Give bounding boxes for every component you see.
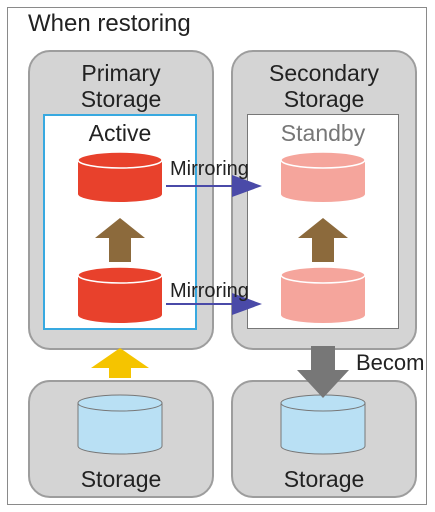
bottom-left-storage-label: Storage bbox=[80, 466, 162, 492]
bottom-right-storage-label: Storage bbox=[283, 466, 365, 492]
secondary-storage-title: Secondary Storage bbox=[231, 60, 417, 112]
become-down-arrow bbox=[297, 346, 349, 398]
diagram-title: When restoring bbox=[28, 10, 191, 37]
primary-storage-title: Primary Storage bbox=[28, 60, 214, 112]
standby-disk-top bbox=[280, 151, 366, 202]
become-label: Becom bbox=[356, 350, 425, 375]
mirror-arrow-bottom bbox=[166, 293, 262, 315]
active-label: Active bbox=[88, 120, 152, 146]
active-disk-bottom bbox=[77, 266, 163, 323]
up-arrow-primary bbox=[95, 218, 145, 262]
restore-up-arrow bbox=[91, 348, 149, 378]
mirroring-label-top: Mirroring bbox=[170, 158, 249, 180]
standby-disk-bottom bbox=[280, 266, 366, 323]
storage-disk-right bbox=[280, 394, 366, 455]
standby-label: Standby bbox=[280, 120, 366, 146]
mirroring-label-bottom: Mirroring bbox=[170, 280, 249, 302]
storage-disk-left bbox=[77, 394, 163, 455]
active-disk-top bbox=[77, 151, 163, 202]
up-arrow-secondary bbox=[298, 218, 348, 262]
secondary-title-line2: Storage bbox=[283, 86, 365, 112]
primary-title-line1: Primary bbox=[81, 60, 161, 86]
mirror-arrow-top bbox=[166, 175, 262, 197]
secondary-title-line1: Secondary bbox=[269, 60, 379, 86]
primary-title-line2: Storage bbox=[80, 86, 162, 112]
